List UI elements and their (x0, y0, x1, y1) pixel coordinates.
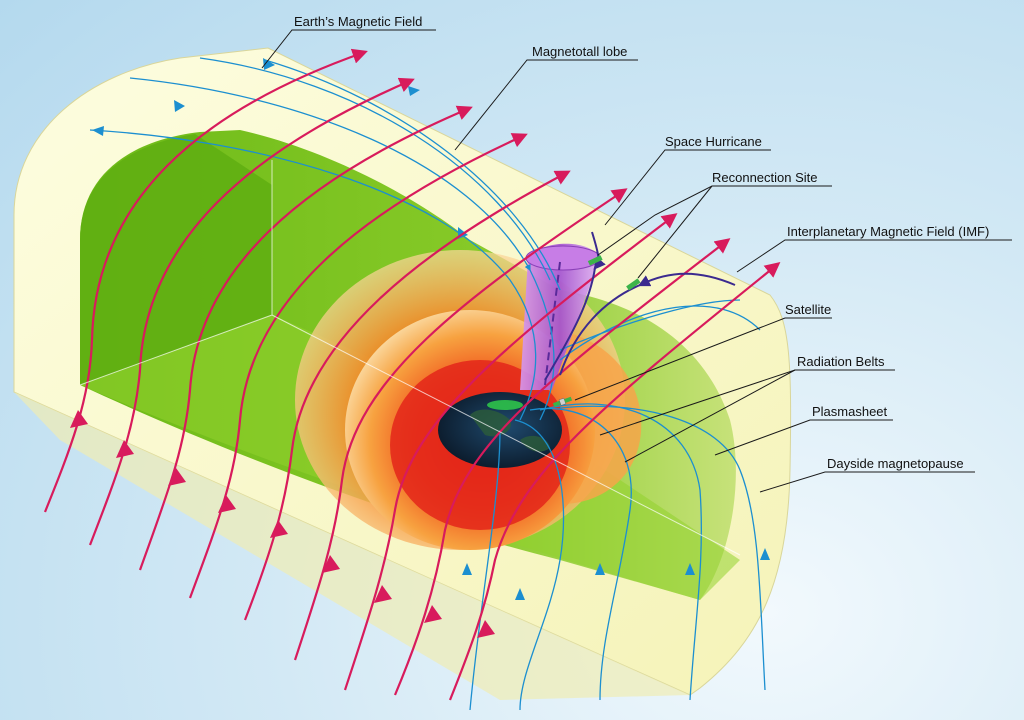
imf-field-arrows (70, 410, 495, 638)
label-imf: Interplanetary Magnetic Field (IMF) (787, 224, 989, 239)
label-leaders (261, 29, 1012, 493)
space-hurricane-funnel (520, 243, 600, 390)
label-space-hurricane: Space Hurricane (665, 134, 762, 149)
label-satellite: Satellite (785, 302, 831, 317)
magnetopause-cut-face (14, 392, 690, 700)
label-plasmasheet: Plasmasheet (812, 404, 888, 419)
label-dayside-magnetopause: Dayside magnetopause (827, 456, 964, 471)
reconnection-site-marker-2 (626, 278, 641, 291)
section-cut-lines (79, 160, 741, 556)
label-magnetotail-lobe: Magnetotall lobe (532, 44, 627, 59)
reconnection-site-marker-1 (587, 255, 603, 266)
imf-field-lines (43, 48, 781, 701)
label-reconnection-site: Reconnection Site (712, 170, 818, 185)
label-radiation-belts: Radiation Belts (797, 354, 885, 369)
reconnection-lines (544, 231, 736, 381)
satellite-icon (552, 396, 573, 407)
label-earths-magnetic-field: Earth’s Magnetic Field (294, 14, 422, 29)
